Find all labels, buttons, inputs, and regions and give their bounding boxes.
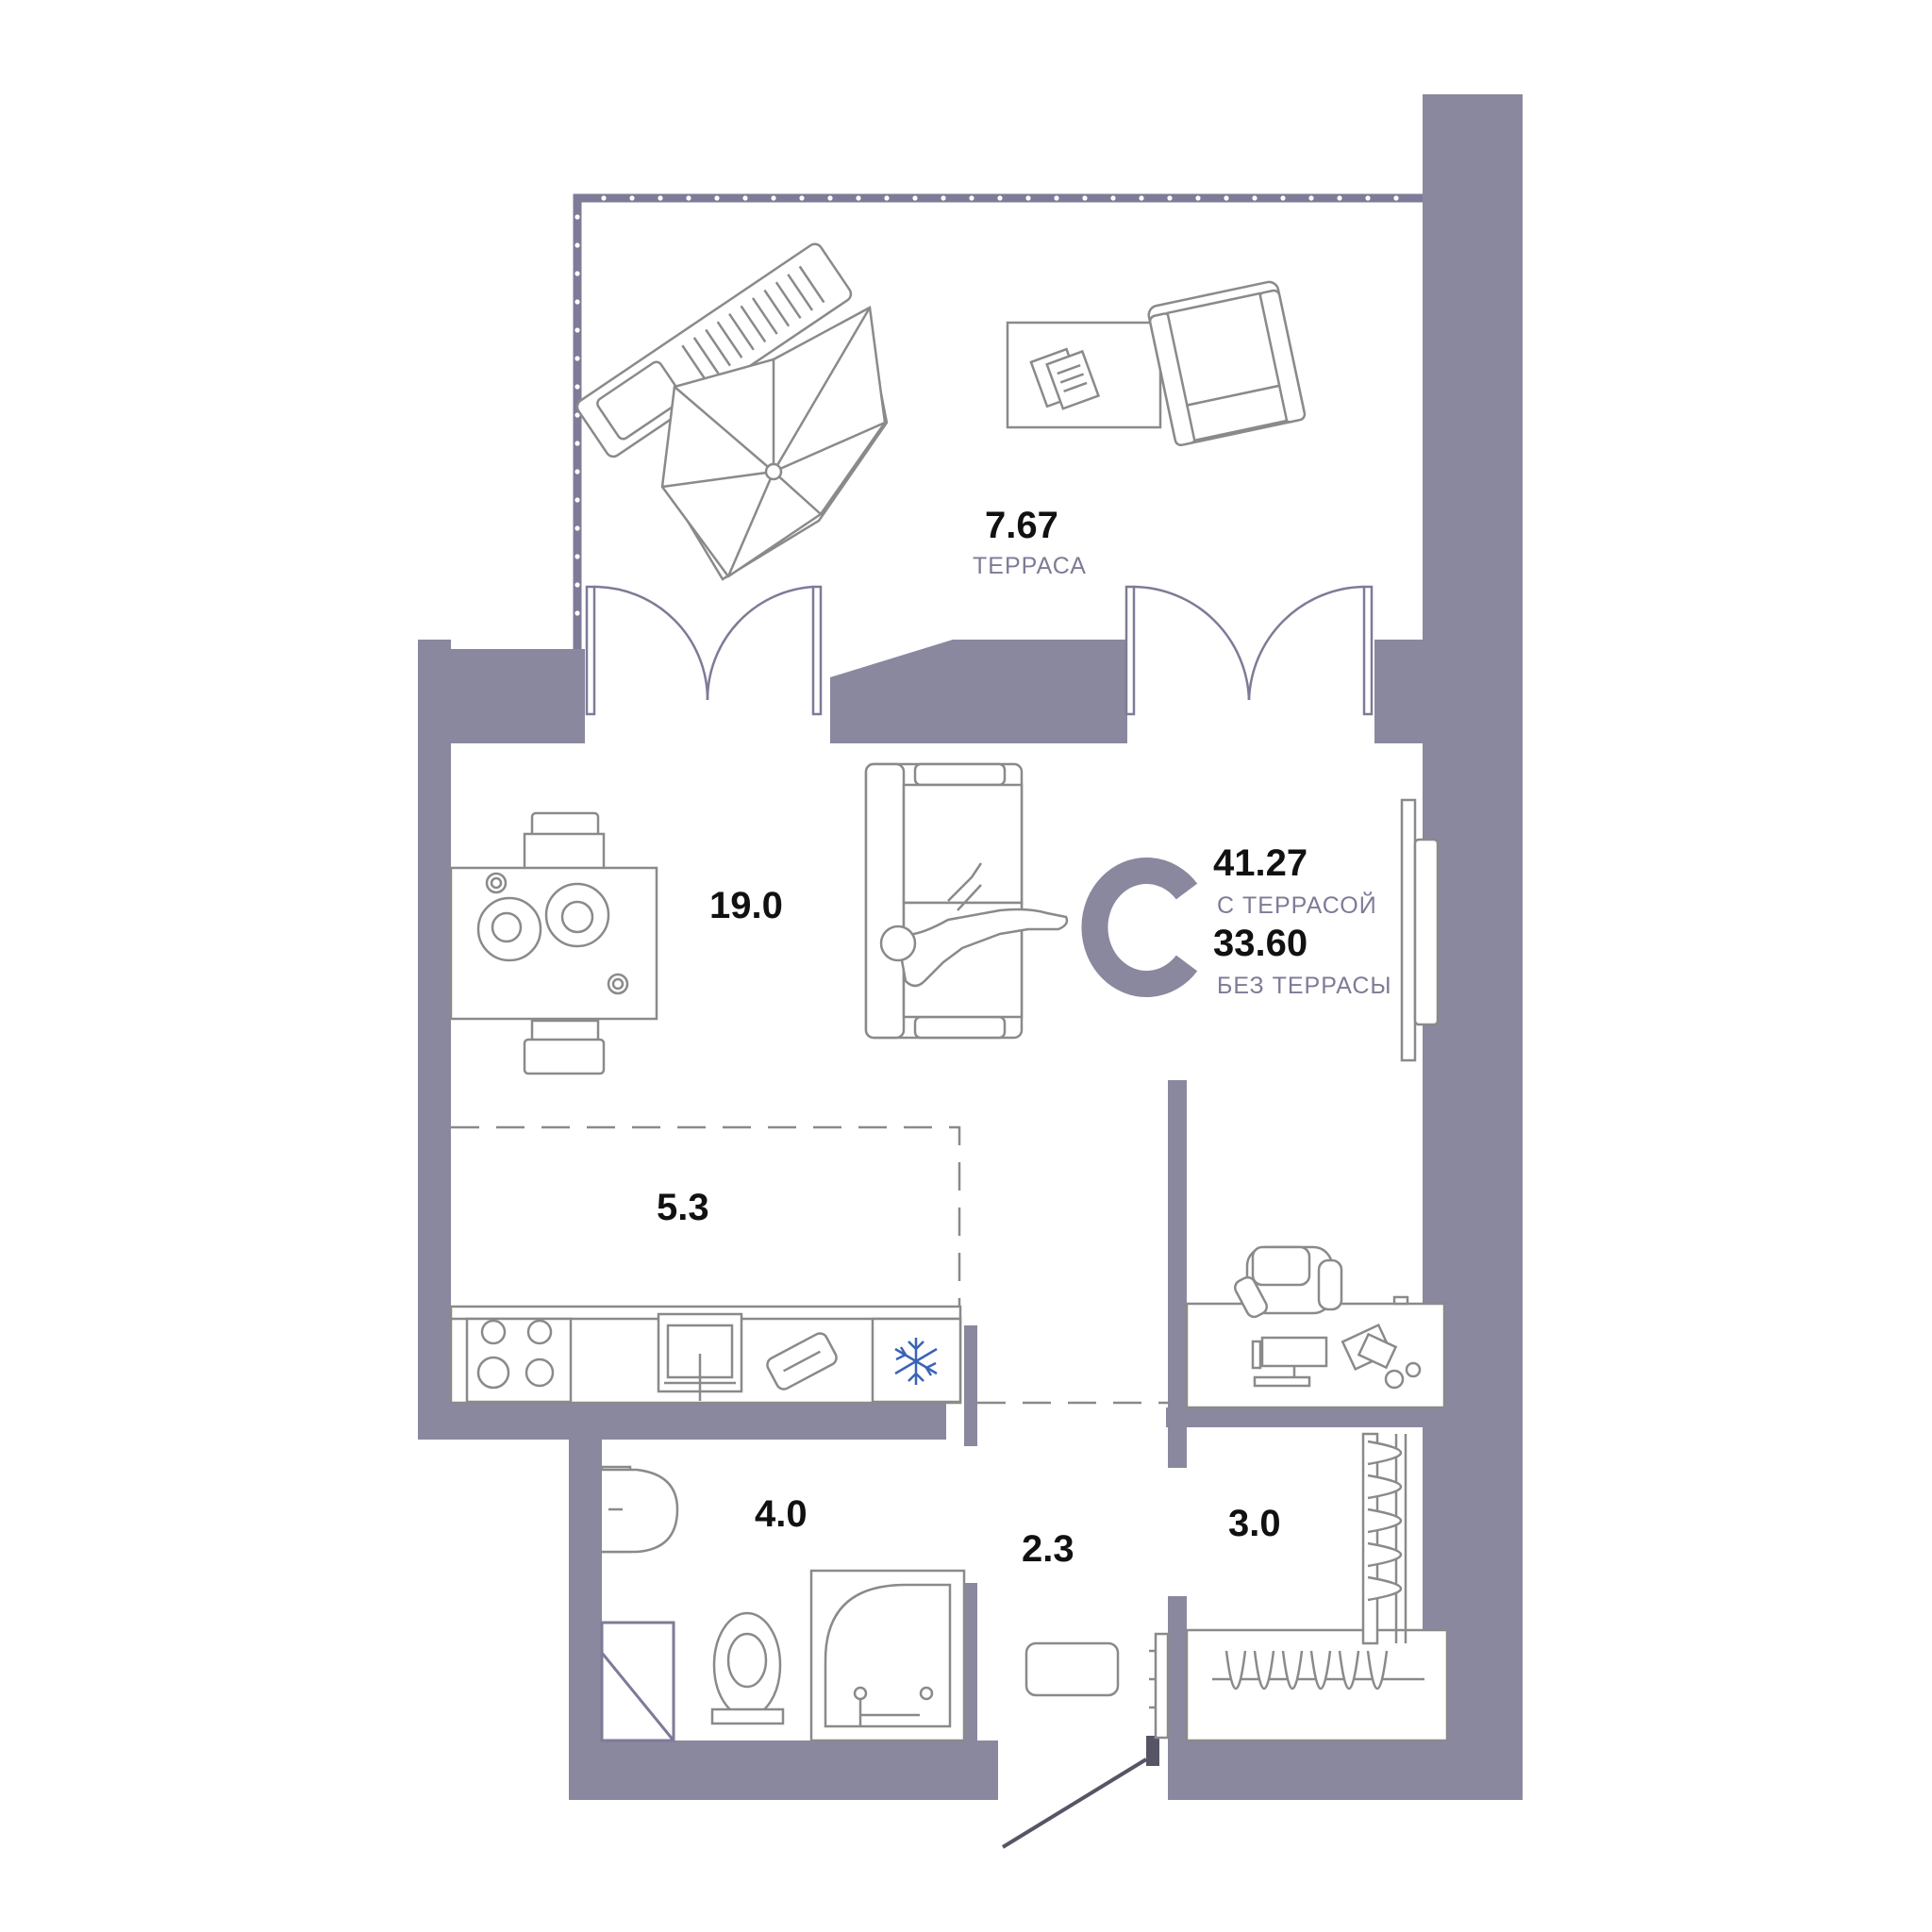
without-terrace-label: БЕЗ ТЕРРАСЫ (1217, 973, 1392, 999)
total-with-terrace: 41.27 (1213, 842, 1308, 884)
sun-lounger-icon (575, 242, 853, 458)
toilet-icon (710, 1611, 785, 1725)
terrace-label: ТЕРРАСА (973, 553, 1087, 579)
total-without-terrace: 33.60 (1213, 923, 1308, 964)
umbrella-icon (660, 306, 889, 581)
vent-shaft (600, 1621, 675, 1742)
door-mat-icon (1024, 1641, 1120, 1697)
washbasin-icon (600, 1465, 679, 1554)
papers-icon (1341, 1323, 1422, 1390)
office-chair-icon (1233, 1245, 1343, 1319)
sink-icon (657, 1312, 743, 1401)
radiator-icon (1185, 1432, 1449, 1742)
terrace-doors (585, 585, 1374, 716)
cutting-board-icon (766, 1332, 838, 1391)
dining-table-icon (449, 811, 658, 1075)
wardrobe-area: 3.0 (1228, 1503, 1281, 1544)
snowflake-icon (894, 1338, 938, 1385)
shoe-rack (1149, 1632, 1170, 1740)
with-terrace-label: С ТЕРРАСОЙ (1217, 892, 1377, 919)
apartment-type-letter (1081, 858, 1198, 997)
terrace-area: 7.67 (985, 505, 1058, 546)
kitchen-area: 5.3 (657, 1187, 709, 1228)
armchair-icon (1147, 280, 1307, 447)
living-area: 19.0 (709, 885, 783, 926)
railing-dots (575, 195, 1399, 616)
sofa-icon (864, 762, 1069, 1040)
hall-area: 2.3 (1022, 1528, 1074, 1570)
stove-icon (465, 1317, 573, 1404)
tv-icon (1400, 798, 1440, 1062)
shower-icon (809, 1569, 966, 1742)
walls (418, 94, 1523, 1800)
entrance-door (1001, 1757, 1148, 1849)
computer-icon (1251, 1336, 1328, 1388)
rug-icon (1006, 321, 1162, 429)
bathroom-area: 4.0 (755, 1493, 808, 1535)
